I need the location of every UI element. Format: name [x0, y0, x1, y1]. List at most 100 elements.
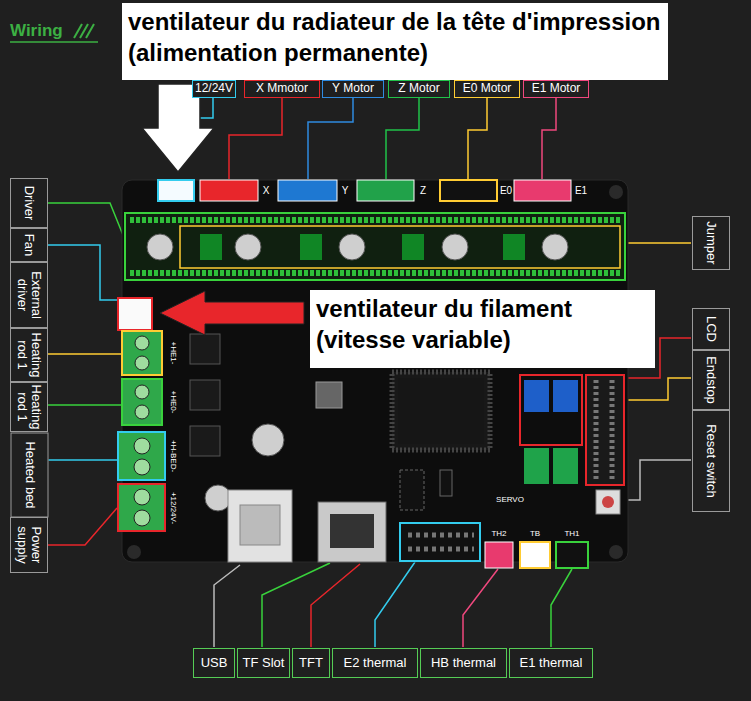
circuit-board: [122, 180, 628, 562]
driver-header: [402, 234, 424, 260]
sd-slot: [318, 502, 386, 562]
silkscreen-label: E0: [498, 183, 514, 197]
driver-header: [130, 217, 620, 223]
callout-text: ventilateur du radiateur de la tête d'im…: [128, 6, 662, 68]
part-label: E1 Motor: [523, 80, 589, 98]
endstop-lcd-header: [586, 375, 624, 485]
leader-line: [311, 564, 360, 647]
silkscreen-label: SERVO: [488, 494, 532, 506]
silkscreen-label: +HE1-: [166, 331, 180, 375]
endstop-lcd-header: [524, 380, 549, 412]
part-label: TFT: [292, 648, 330, 678]
circuit-board: [122, 180, 628, 562]
screw-terminal: [135, 356, 149, 370]
leader-line: [375, 562, 415, 647]
screw-terminal: [134, 510, 150, 526]
part-label: E0 Motor: [454, 80, 520, 98]
endstop-lcd-header: [520, 375, 624, 485]
circuit-board: [609, 545, 623, 559]
silkscreen-label: E1: [572, 183, 590, 197]
reset-switch: [596, 490, 620, 514]
screw-terminal: [118, 331, 165, 531]
title-decoration: [86, 24, 94, 38]
endstop-lcd-header: [610, 380, 615, 480]
callout-text: ventilateur du filament (vitesse variabl…: [316, 293, 649, 355]
screw-terminal: [135, 336, 149, 350]
screw-terminal: [122, 379, 162, 425]
leader-line: [468, 98, 487, 179]
part-label: X Mmotor: [244, 80, 320, 98]
leader-line: [620, 460, 691, 500]
circuit-board: [609, 185, 623, 199]
callout-arrow: [160, 291, 304, 335]
driver-header: [442, 234, 468, 260]
callout-box: ventilateur du radiateur de la tête d'im…: [122, 3, 668, 80]
board-components: [190, 334, 220, 364]
part-label: 12/24V: [192, 80, 236, 98]
driver-header: [180, 226, 620, 268]
part-label: Heating rod 1: [10, 328, 48, 382]
motor-connector: [200, 180, 258, 201]
part-label: Z Motor: [388, 80, 450, 98]
part-label: Jumper: [692, 216, 730, 270]
screw-terminal: [134, 438, 150, 454]
aux-thermal-connector: [400, 523, 480, 561]
driver-header: [125, 213, 625, 280]
endstop-lcd-header: [594, 380, 599, 480]
part-label: TF Slot: [237, 648, 290, 678]
leader-line: [551, 569, 572, 647]
board-components: [205, 485, 231, 511]
part-label: E1 thermal: [509, 648, 593, 678]
leader-line: [48, 404, 121, 406]
leader-line: [308, 98, 353, 179]
board-components: [252, 424, 284, 456]
leader-line: [48, 245, 117, 300]
aux-thermal-connector: [520, 542, 550, 568]
part-label: Fan: [10, 228, 48, 262]
driver-header: [130, 270, 620, 276]
silkscreen-label: Z: [416, 183, 430, 197]
board-components: [190, 380, 220, 410]
leader-line: [621, 242, 691, 244]
part-label: LCD: [692, 308, 730, 350]
leader-line: [48, 459, 117, 461]
part-label: HB thermal: [420, 648, 507, 678]
diagram-title: Wiring: [10, 22, 63, 41]
aux-thermal-connector: [408, 547, 474, 552]
silkscreen-label: TB: [520, 528, 550, 540]
usb-port: [240, 505, 280, 545]
silkscreen-label: +12/24V-: [166, 483, 180, 533]
fan-connector: [118, 298, 152, 330]
callout-arrow: [142, 84, 304, 335]
board-components: [400, 470, 424, 510]
part-label: Driver: [10, 178, 48, 228]
driver-header: [542, 234, 568, 260]
leader-line: [48, 203, 125, 240]
usb-port: [228, 490, 292, 562]
aux-thermal-connector: [400, 523, 588, 568]
driver-header: [125, 213, 625, 280]
part-label: Endstop: [692, 350, 730, 410]
screw-terminal: [134, 489, 150, 505]
motor-connector: [158, 180, 194, 201]
sd-slot: [318, 502, 386, 562]
board-components: [440, 470, 452, 496]
driver-header: [200, 234, 222, 260]
reset-switch: [602, 496, 614, 508]
part-label: Power supply: [10, 517, 48, 573]
silkscreen-label: +H-BED-: [166, 432, 180, 480]
motor-connector: [440, 180, 497, 201]
board-components: [190, 426, 220, 456]
screw-terminal: [134, 459, 150, 475]
motor-connector: [357, 180, 414, 201]
leader-line: [463, 569, 498, 647]
silkscreen-label: +HE0-: [166, 379, 180, 425]
motor-connector: [278, 180, 337, 201]
part-label: Heating rod 1: [10, 382, 48, 432]
leader-line: [262, 563, 330, 647]
title-decoration: [10, 41, 98, 43]
circuit-board: [127, 545, 141, 559]
endstop-lcd-header: [520, 375, 582, 445]
board-components: [398, 378, 484, 444]
